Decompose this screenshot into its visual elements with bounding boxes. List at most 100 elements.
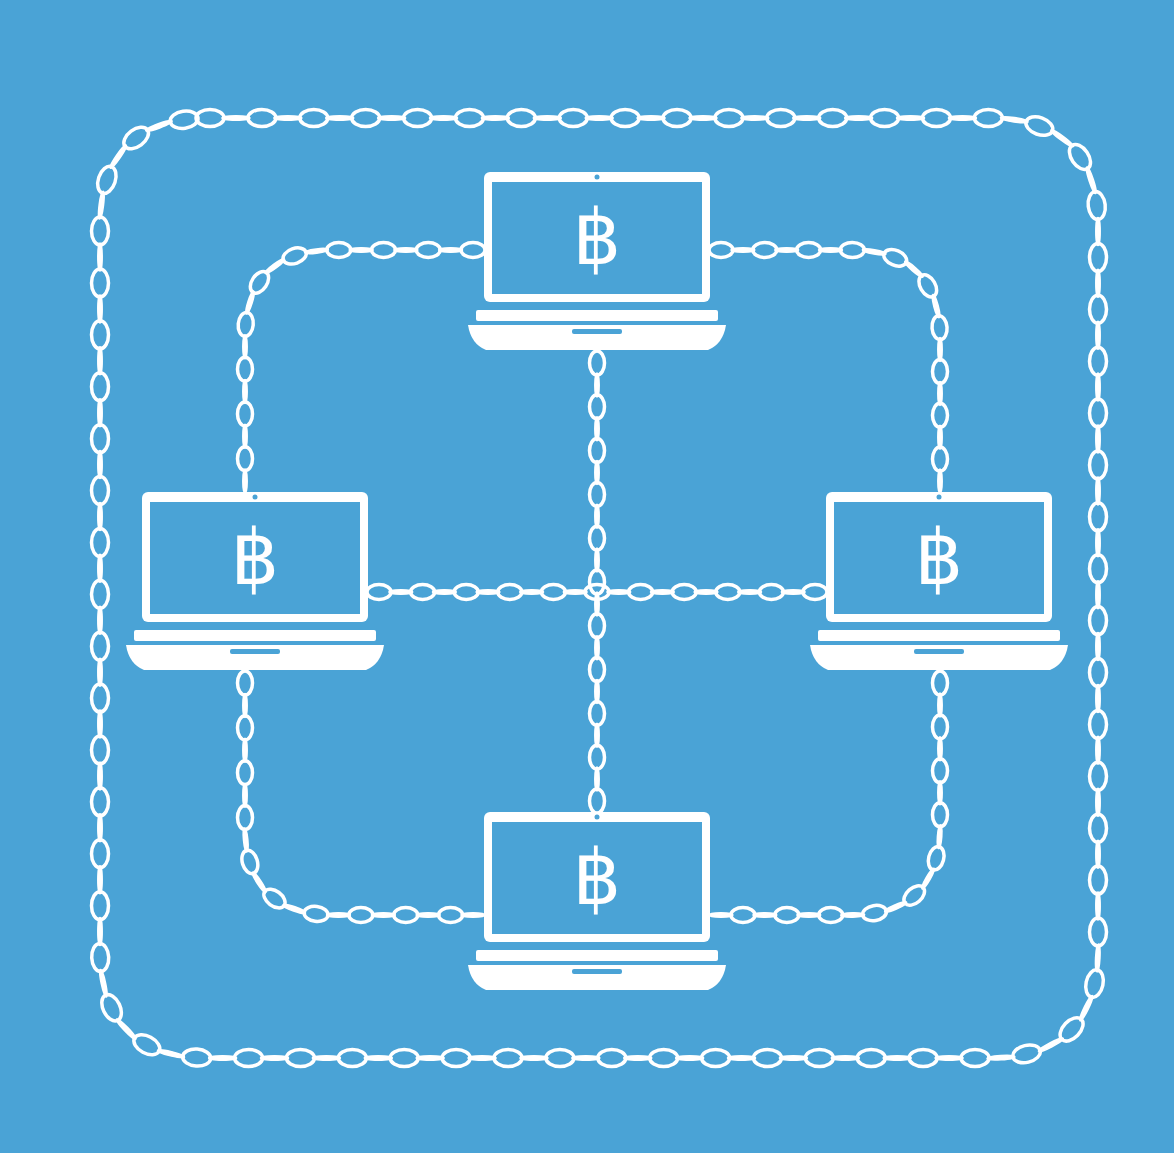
- chain-link: [935, 1056, 963, 1060]
- chain-link: [97, 191, 105, 219]
- chain-link: [715, 110, 743, 127]
- chain-link: [416, 913, 440, 917]
- chain-link: [439, 908, 463, 923]
- chain-link: [371, 913, 395, 917]
- chain-connector: [590, 351, 605, 813]
- chain-link: [775, 908, 799, 923]
- chain-link: [767, 110, 795, 127]
- chain-link: [98, 918, 102, 946]
- chain-link: [1090, 503, 1107, 531]
- chain-link: [1083, 968, 1106, 999]
- chain-link: [819, 908, 843, 923]
- chain-link: [797, 243, 821, 258]
- chain-link: [672, 585, 696, 600]
- currency-symbol: ฿: [573, 840, 621, 916]
- chain-link: [326, 116, 354, 120]
- laptop-node: ฿: [126, 492, 384, 672]
- chain-link: [1090, 399, 1107, 427]
- chain-link: [411, 585, 435, 600]
- chain-link: [861, 904, 887, 923]
- chain-link: [1096, 373, 1100, 401]
- chain-link: [455, 110, 483, 127]
- chain-link: [238, 402, 253, 426]
- chain-link: [590, 351, 605, 375]
- laptop-node: ฿: [810, 492, 1068, 672]
- chain-link: [92, 788, 109, 816]
- chain-link: [650, 1050, 678, 1067]
- chain-link: [819, 110, 847, 127]
- chain-link: [933, 447, 948, 471]
- chain-link: [260, 885, 288, 911]
- chain-link: [98, 710, 102, 738]
- chain-link: [883, 1056, 911, 1060]
- chain-link: [248, 110, 276, 127]
- chain-link: [779, 1056, 807, 1060]
- chain-link: [689, 116, 717, 120]
- chain-link: [98, 606, 102, 634]
- chain-link: [1096, 477, 1100, 505]
- chain-link: [98, 969, 108, 997]
- chain-link: [1090, 607, 1107, 635]
- chain-link: [430, 116, 458, 120]
- laptop-screen: ฿: [492, 822, 702, 934]
- chain-link: [312, 1056, 340, 1060]
- chain-link: [238, 806, 253, 830]
- chain-link: [590, 482, 605, 506]
- chain-link: [92, 736, 109, 764]
- chain-link: [238, 761, 253, 785]
- chain-link: [1096, 788, 1100, 816]
- chain-link: [1023, 113, 1055, 139]
- chain-link: [831, 1056, 859, 1060]
- chain-link: [1096, 529, 1100, 557]
- chain-link: [326, 913, 350, 917]
- chain-link: [439, 248, 463, 252]
- chain-link: [98, 451, 102, 479]
- chain-link: [92, 684, 109, 712]
- chain-link: [461, 913, 485, 917]
- chain-link: [961, 1050, 989, 1067]
- chain-link: [933, 803, 948, 827]
- chain-link: [709, 913, 733, 917]
- chain-link: [1090, 295, 1107, 323]
- chain-link: [237, 312, 254, 337]
- chain-link: [598, 1050, 626, 1067]
- laptop-screen: ฿: [834, 502, 1044, 614]
- chain-link: [238, 716, 253, 740]
- currency-symbol: ฿: [573, 200, 621, 276]
- chain-link: [590, 745, 605, 769]
- chain-link: [926, 845, 947, 872]
- chain-link: [590, 526, 605, 550]
- chain-connector: [709, 242, 948, 493]
- chain-link: [741, 116, 769, 120]
- chain-link: [1096, 892, 1100, 920]
- chain-link: [590, 658, 605, 682]
- chain-link: [286, 1050, 314, 1067]
- chain-link: [845, 116, 873, 120]
- chain-link: [1090, 762, 1107, 790]
- chain-link: [1096, 684, 1100, 712]
- chain-link: [624, 1056, 652, 1060]
- chain-link: [238, 671, 253, 695]
- chain-link: [520, 1056, 548, 1060]
- chain-link: [243, 738, 247, 762]
- chain-link: [793, 116, 821, 120]
- chain-link: [454, 585, 478, 600]
- chain-link: [243, 469, 247, 493]
- chain-link: [1090, 243, 1107, 271]
- chain-link: [590, 570, 605, 594]
- chain-link: [92, 373, 109, 401]
- chain-link: [1096, 633, 1100, 661]
- chain-link: [590, 701, 605, 725]
- chain-link: [533, 116, 561, 120]
- chain-link: [753, 243, 777, 258]
- chain-link: [394, 248, 418, 252]
- chain-link: [1090, 347, 1107, 375]
- laptop-node: ฿: [468, 812, 726, 992]
- chain-link: [239, 848, 260, 875]
- chain-link: [416, 1056, 444, 1060]
- chain-link: [91, 477, 108, 505]
- chain-link: [98, 658, 102, 686]
- chain-link: [759, 585, 783, 600]
- chain-link: [92, 321, 109, 349]
- chain-link: [349, 248, 373, 252]
